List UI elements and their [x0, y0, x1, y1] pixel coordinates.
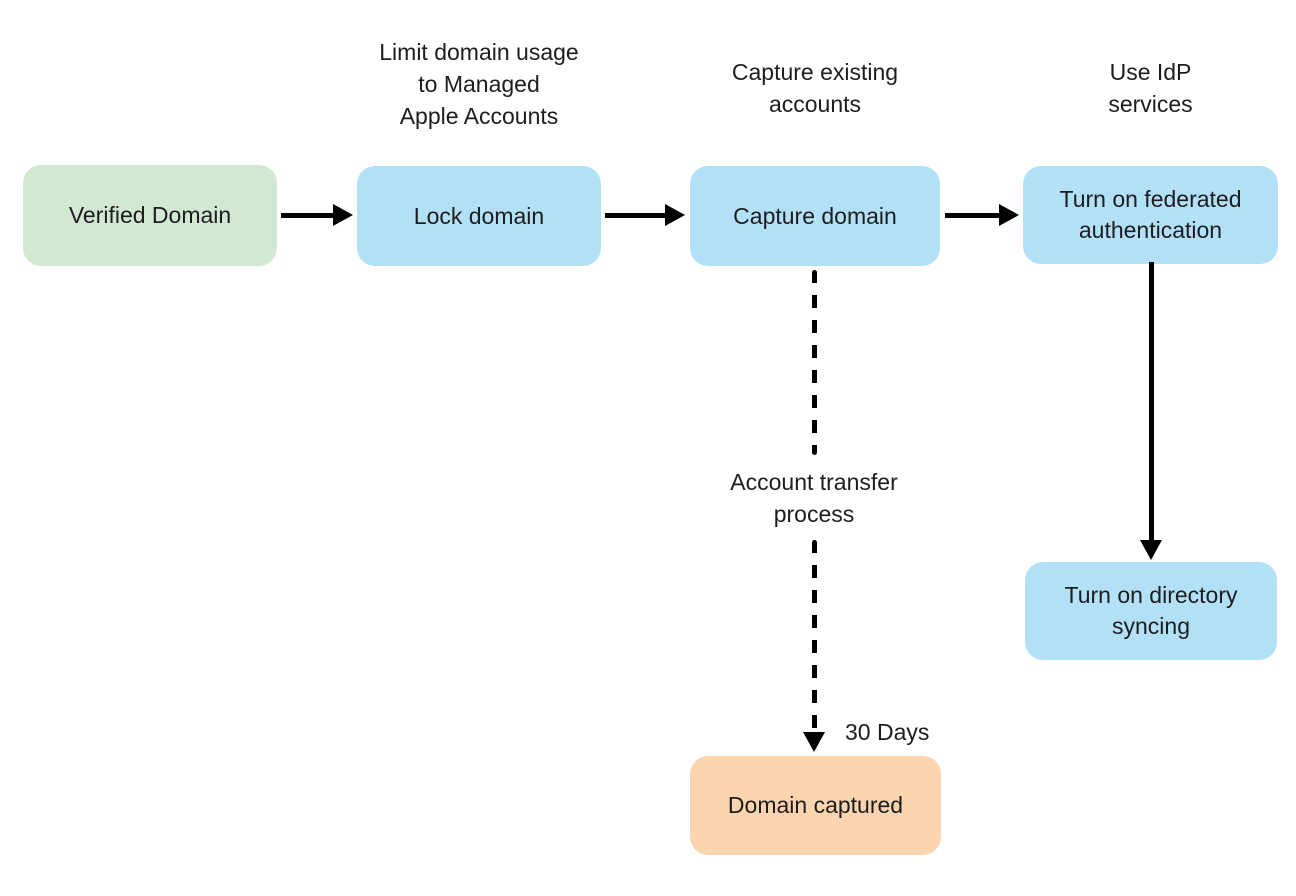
arrow-verified-to-lock-line [281, 213, 335, 218]
arrowhead-right-icon [665, 204, 685, 226]
arrowhead-right-icon [999, 204, 1019, 226]
node-domain-captured-label: Domain captured [727, 792, 904, 818]
node-lock-domain-label: Lock domain [413, 202, 545, 229]
node-capture-domain: Capture domain [690, 166, 940, 266]
arrowhead-right-icon [333, 204, 353, 226]
node-turn-on-federated-authentication: Turn on federated authentication [1023, 166, 1278, 264]
node-capture-domain-label: Capture domain [733, 202, 897, 229]
arrow-capture-to-federated-line [945, 213, 1001, 218]
arrow-federated-to-directory-line [1149, 262, 1154, 542]
annotation-30-days: 30 Days [845, 719, 930, 745]
node-verified-domain-label: Verified Domain [68, 202, 232, 228]
node-turn-on-directory-syncing: Turn on directory syncing [1025, 562, 1277, 660]
annotation-limit-domain-usage: Limit domain usage to Managed Apple Acco… [379, 39, 579, 129]
annotation-account-transfer-process: Account transfer process [730, 469, 898, 527]
node-lock-domain: Lock domain [357, 166, 601, 266]
arrowhead-down-icon [803, 732, 825, 752]
annotation-use-idp-services: Use IdP services [1108, 59, 1193, 117]
arrowhead-down-icon [1140, 540, 1162, 560]
arrow-capture-to-captured-dashed-segment-1 [812, 270, 817, 455]
node-turn-on-federated-authentication-label: Turn on federated authentication [1059, 186, 1242, 243]
node-verified-domain: Verified Domain [23, 165, 277, 266]
arrow-lock-to-capture-line [605, 213, 667, 218]
annotation-capture-existing-accounts: Capture existing accounts [731, 59, 899, 117]
node-turn-on-directory-syncing-label: Turn on directory syncing [1064, 582, 1238, 639]
arrow-capture-to-captured-dashed-segment-2 [812, 540, 817, 732]
node-domain-captured: Domain captured [690, 756, 941, 855]
